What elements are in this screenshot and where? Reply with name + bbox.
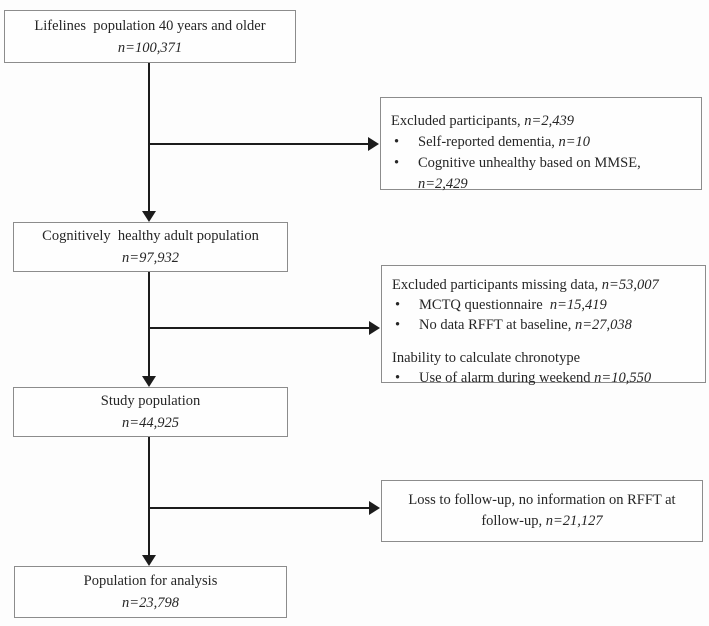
box-analysis-count: n=23,798 (122, 595, 179, 611)
loss-line-1: Loss to follow-up, no information on RFF… (408, 492, 676, 508)
excluded-2-bullet-mctq: • MCTQ questionnaire n=15,419 (392, 295, 695, 315)
bullet-icon: • (394, 134, 400, 150)
excluded-1-bullet-mmse: • Cognitive unhealthy based on MMSE, n=2… (391, 153, 691, 195)
box-population-for-analysis: Population for analysis n=23,798 (14, 566, 287, 618)
bullet-icon: • (395, 370, 401, 386)
flow-line-branch-2 (149, 327, 371, 329)
box-analysis-title: Population for analysis (83, 573, 218, 589)
bullet-icon: • (394, 155, 400, 171)
arrow-right-icon (368, 137, 379, 151)
excluded-2-bullet-rfft: • No data RFFT at baseline, n=27,038 (392, 315, 695, 335)
box-lifelines-population: Lifelines population 40 years and older … (4, 10, 296, 63)
excluded-2-title: Excluded participants missing data, n=53… (392, 277, 659, 293)
arrow-right-icon (369, 321, 380, 335)
bullet-icon: • (395, 297, 401, 313)
box-excluded-missing-data: Excluded participants missing data, n=53… (381, 265, 706, 386)
excluded-1-bullet-dementia: • Self-reported dementia, n=10 (391, 132, 691, 153)
flow-line-branch-1 (149, 143, 370, 145)
arrow-down-icon (142, 211, 156, 222)
arrow-down-icon (142, 555, 156, 566)
flow-line-branch-3 (149, 507, 371, 509)
excluded-2-subtitle: Inability to calculate chronotype (392, 350, 581, 366)
box-loss-to-follow-up: Loss to follow-up, no information on RFF… (381, 480, 703, 542)
box-study-title: Study population (100, 393, 201, 409)
excluded-2-bullet-alarm: • Use of alarm during weekend n=10,550 (392, 368, 695, 388)
box-lifelines-title: Lifelines population 40 years and older (34, 17, 266, 34)
loss-line-2: follow-up, n=21,127 (481, 513, 603, 529)
box-healthy-count: n=97,932 (122, 250, 179, 266)
blank-line (392, 335, 695, 348)
box-lifelines-count: n=100,371 (117, 39, 183, 56)
flow-line-vertical-2 (148, 272, 150, 378)
box-study-count: n=44,925 (122, 415, 179, 431)
box-cognitively-healthy: Cognitively healthy adult population n=9… (13, 222, 288, 272)
arrow-down-icon (142, 376, 156, 387)
flow-line-vertical-3 (148, 437, 150, 557)
box-healthy-title: Cognitively healthy adult population (42, 228, 259, 244)
arrow-right-icon (369, 501, 380, 515)
flow-line-vertical-1 (148, 63, 150, 213)
excluded-1-title: Excluded participants, n=2,439 (391, 113, 574, 129)
box-study-population: Study population n=44,925 (13, 387, 288, 437)
bullet-icon: • (395, 317, 401, 333)
box-excluded-participants: Excluded participants, n=2,439 • Self-re… (380, 97, 702, 192)
